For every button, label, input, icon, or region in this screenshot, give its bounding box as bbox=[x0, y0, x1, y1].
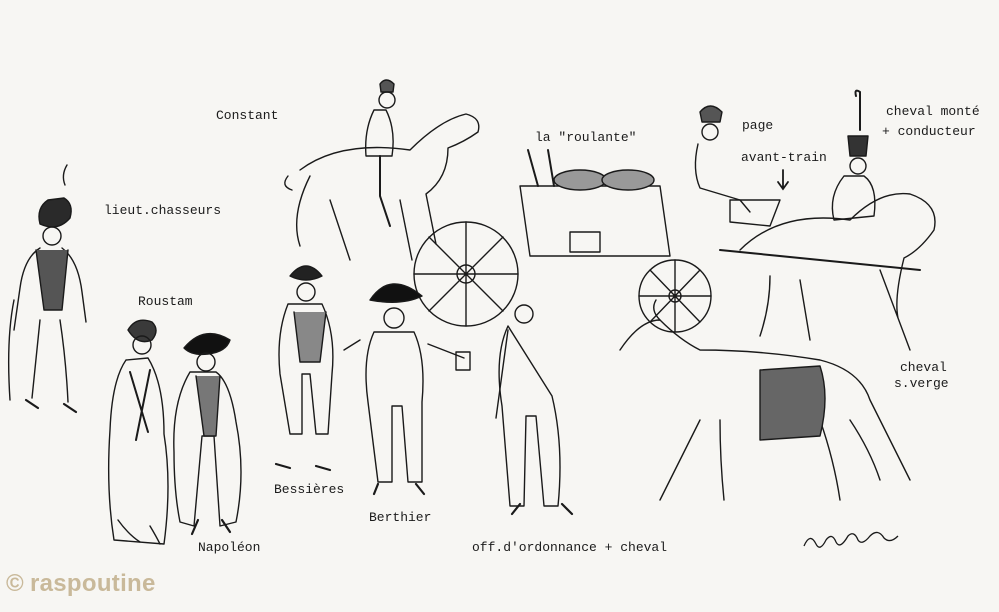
figure-page bbox=[694, 105, 751, 213]
label-berthier: Berthier bbox=[369, 510, 432, 525]
label-napoleon: Napoléon bbox=[198, 540, 261, 555]
label-off-ordonnance: off.d'ordonnance + cheval bbox=[472, 540, 668, 555]
label-sverge: s.verge bbox=[894, 376, 949, 391]
label-conducteur: + conducteur bbox=[882, 124, 976, 139]
figure-officier-ordonnance bbox=[495, 304, 574, 516]
figure-berthier bbox=[343, 283, 471, 496]
avant-train bbox=[719, 199, 921, 271]
horse-ordonnance bbox=[619, 299, 911, 501]
artist-signature bbox=[803, 531, 899, 548]
label-lieut-chasseurs: lieut.chasseurs bbox=[104, 203, 222, 218]
figure-bessieres bbox=[274, 265, 334, 472]
figure-roustam bbox=[107, 319, 169, 545]
figure-constant-horseman bbox=[284, 79, 480, 261]
down-arrow-icon bbox=[777, 169, 789, 191]
figure-napoleon bbox=[173, 332, 242, 536]
copyright-icon: © bbox=[6, 570, 24, 597]
label-constant: Constant bbox=[216, 108, 279, 123]
watermark-text: raspoutine bbox=[29, 570, 156, 597]
label-cheval: cheval bbox=[900, 360, 947, 375]
label-bessieres: Bessières bbox=[274, 482, 345, 497]
label-avant-train: avant-train bbox=[741, 150, 827, 165]
watermark: ©raspoutine bbox=[6, 570, 156, 598]
label-roulante: la "roulante" bbox=[535, 130, 637, 145]
figure-lieutenant-chasseurs bbox=[7, 164, 87, 414]
label-roustam: Roustam bbox=[138, 294, 193, 309]
label-cheval-monte: cheval monté bbox=[886, 104, 980, 119]
label-page: page bbox=[742, 118, 774, 133]
figure-cheval-monte-conducteur bbox=[739, 89, 936, 351]
carriage-roulante bbox=[413, 149, 712, 333]
